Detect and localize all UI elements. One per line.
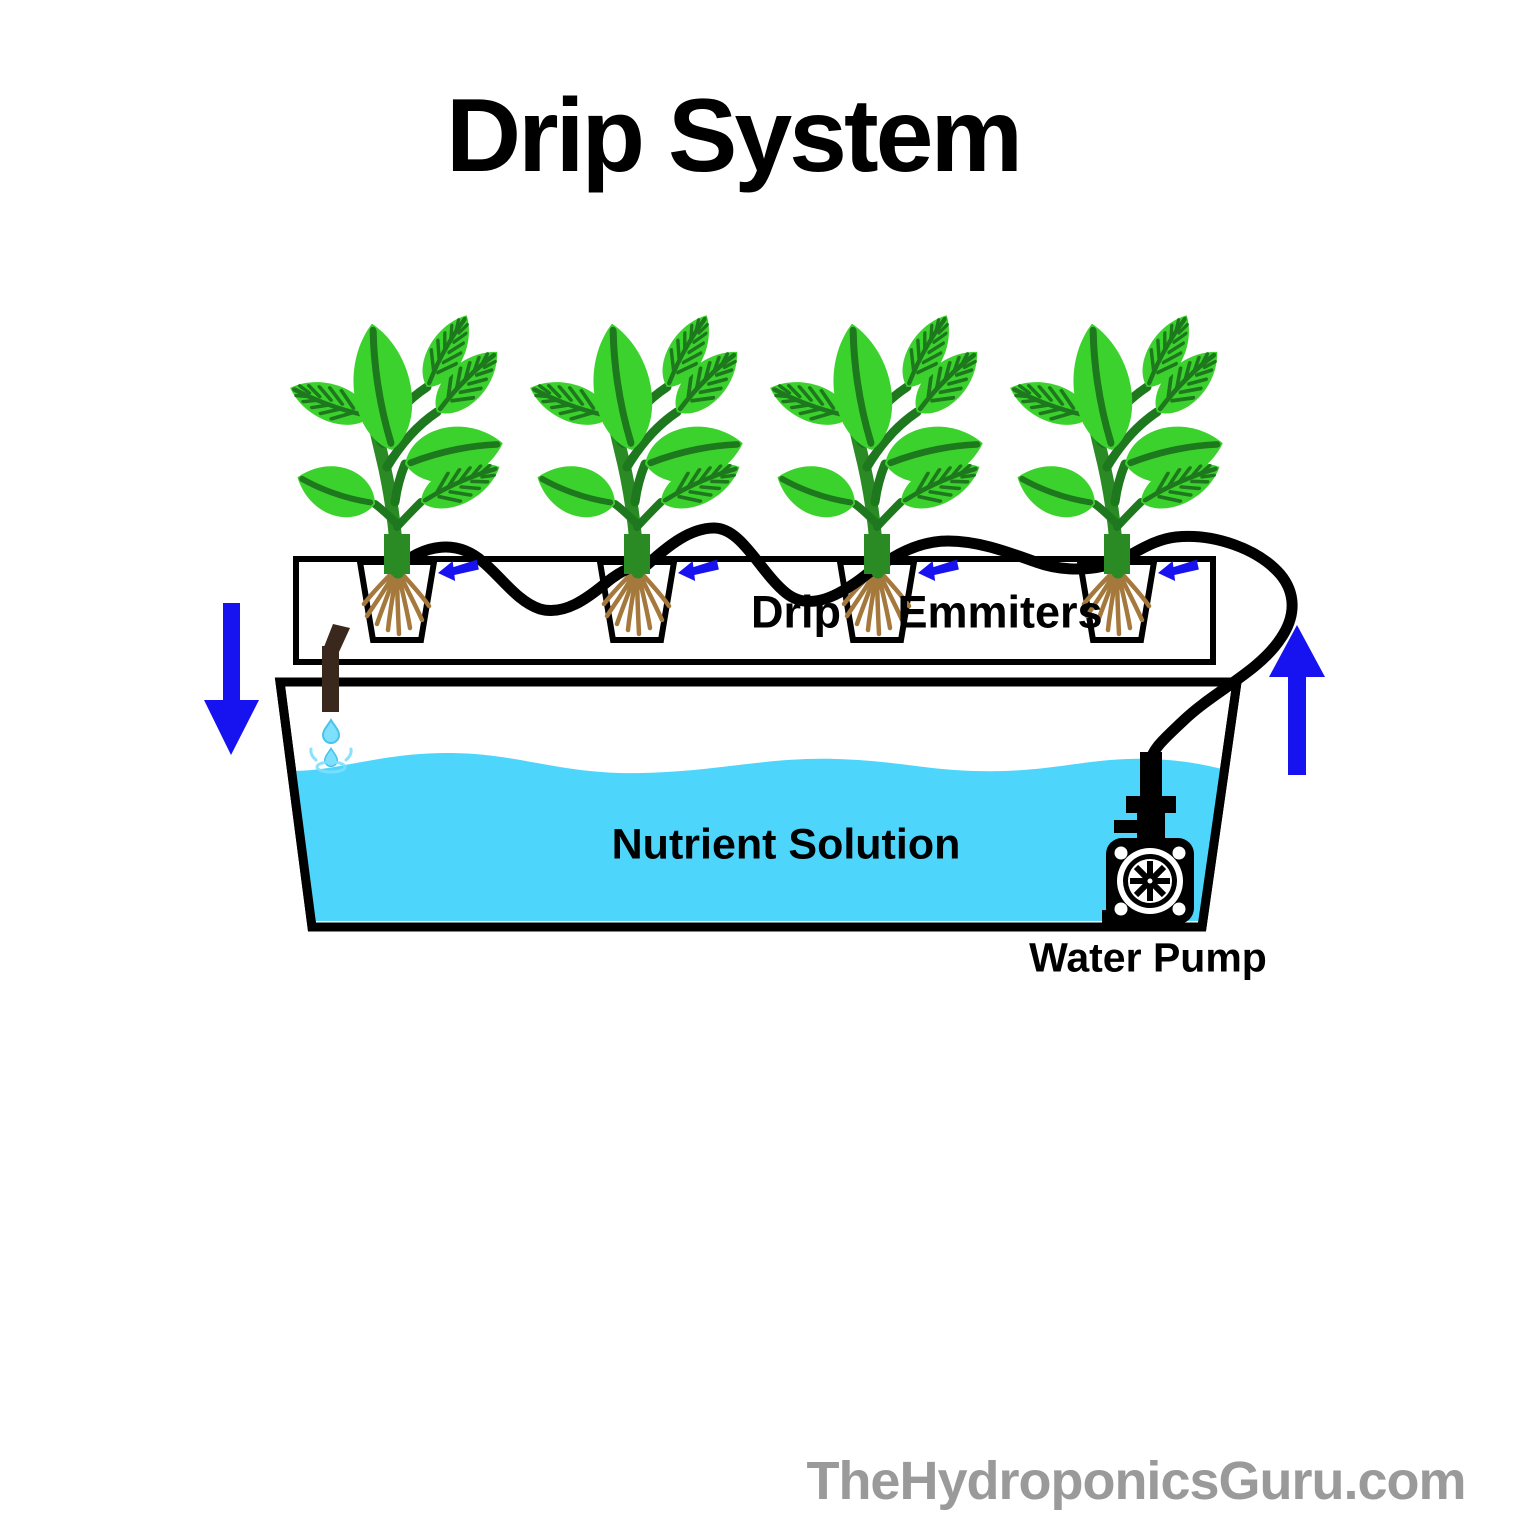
label-water-pump: Water Pump: [1029, 934, 1267, 981]
plant-icon: [764, 307, 991, 574]
drain-pipe-icon: [322, 624, 350, 712]
label-emmiters: Emmiters: [897, 586, 1103, 638]
up-arrow-icon: [1269, 625, 1325, 775]
reservoir-outline: [274, 677, 1243, 932]
label-drip: Drip: [751, 586, 841, 638]
plant-icon: [284, 307, 511, 574]
watermark: TheHydroponicsGuru.com: [806, 1451, 1466, 1511]
label-nutrient-solution: Nutrient Solution: [611, 820, 961, 869]
nutrient-solution-water: [292, 752, 1224, 921]
page-title: Drip System: [446, 78, 1023, 194]
plant-icon: [524, 307, 751, 574]
water-pump-icon: [1102, 752, 1194, 925]
down-arrow-icon: [204, 603, 259, 755]
splash-icon: [309, 747, 353, 774]
